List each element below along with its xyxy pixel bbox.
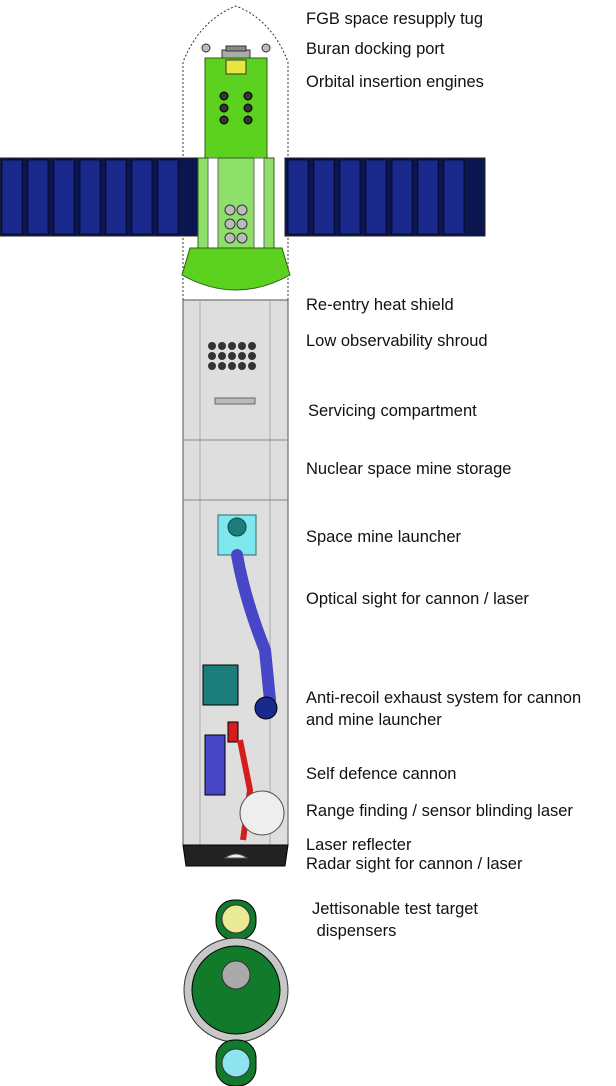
solar-cell (131, 159, 153, 235)
nuclear-mine-storage (208, 342, 256, 370)
solar-cell (391, 159, 413, 235)
servicing-compartment (214, 397, 256, 405)
self-defence-cannon (202, 664, 239, 796)
aft-engines (224, 204, 248, 244)
solar-cell (1, 159, 23, 235)
test-target-dispensers (183, 899, 289, 1086)
solar-cell (287, 159, 309, 235)
range-finding-laser (237, 739, 285, 841)
nose-fairing-outline (182, 5, 289, 300)
buran-docking-port (201, 43, 271, 59)
solar-cell (105, 159, 127, 235)
solar-cell (27, 159, 49, 235)
solar-cell (417, 159, 439, 235)
solar-cell (79, 159, 101, 235)
orbital-insertion-engines (219, 91, 253, 125)
space-mine-launcher (217, 514, 257, 556)
solar-cell (365, 159, 387, 235)
solar-cell (339, 159, 361, 235)
right-solar-array (284, 157, 486, 237)
solar-cell (53, 159, 75, 235)
fgb-tug (181, 57, 291, 291)
optical-sight-tube (231, 549, 276, 706)
solar-cell (443, 159, 465, 235)
left-solar-array (0, 157, 201, 237)
solar-cell (313, 159, 335, 235)
solar-cell (157, 159, 179, 235)
anti-recoil-exhaust (254, 696, 278, 720)
laser-reflecter (182, 844, 289, 867)
